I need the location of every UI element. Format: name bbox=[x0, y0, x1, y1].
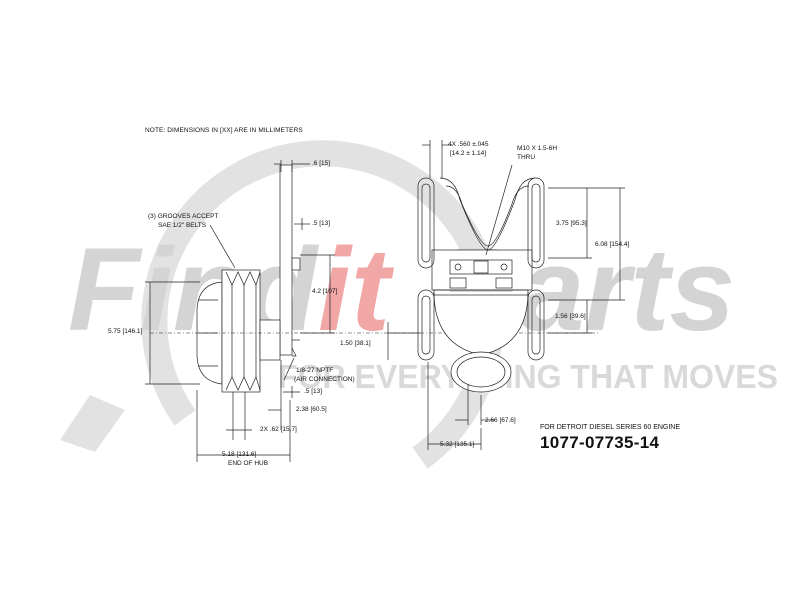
nptf-label-line2: (AIR CONNECTION) bbox=[294, 376, 355, 383]
slot-upper-left bbox=[417, 177, 435, 269]
engine-caption: FOR DETROIT DIESEL SERIES 60 ENGINE bbox=[540, 424, 681, 431]
clutch-housing bbox=[433, 291, 529, 356]
slot-lower-left bbox=[417, 289, 435, 361]
watermark-tagline: FOR EVERYTHING THAT MOVES bbox=[278, 358, 778, 395]
dim-5-18: 5.18 [131.6] bbox=[222, 451, 257, 458]
watermark-brand-it: it bbox=[318, 224, 395, 356]
dim-4x-line2: [14.2 ± 1.14] bbox=[450, 150, 487, 157]
slot-upper-right bbox=[527, 177, 545, 269]
end-of-hub-label: END OF HUB bbox=[228, 460, 269, 467]
thread-label-line1: M10 X 1.5-6H bbox=[517, 145, 558, 152]
mounting-flange bbox=[279, 164, 293, 356]
dim-0-6: .6 [15] bbox=[312, 160, 331, 167]
thread-label-line2: THRU bbox=[517, 154, 536, 161]
dim-4-2: 4.2 [107] bbox=[312, 288, 338, 295]
part-number: 1077-07735-14 bbox=[540, 433, 660, 452]
dim-2x-0-62: 2X .62 [15.7] bbox=[260, 426, 297, 433]
dim-2-66: 2.66 [67.6] bbox=[485, 417, 516, 424]
front-view bbox=[417, 140, 625, 450]
dim-2-38: 2.38 [60.5] bbox=[296, 406, 327, 413]
drawing-note: NOTE: DIMENSIONS IN [XX] ARE IN MILLIMET… bbox=[145, 127, 303, 134]
grooves-label-line2: SAE 1/2" BELTS bbox=[158, 222, 207, 229]
dim-0-5-top: .5 [13] bbox=[312, 220, 331, 227]
dim-1-56: 1.56 [39.6] bbox=[555, 313, 586, 320]
dim-0-5-bottom: .5 [13] bbox=[304, 388, 323, 395]
dim-4x-line1: 4X .560 ±.045 bbox=[448, 141, 489, 148]
watermark-ring-tail bbox=[60, 395, 125, 452]
side-view bbox=[145, 160, 600, 462]
dim-5-75: 5.75 [146.1] bbox=[108, 328, 143, 335]
pulley-body bbox=[221, 269, 261, 393]
slot-lower-right bbox=[527, 289, 545, 361]
dim-3-75: 3.75 [95.3] bbox=[556, 220, 587, 227]
grooves-label-line1: (3) GROOVES ACCEPT bbox=[148, 213, 219, 220]
dim-6-08: 6.08 [154.4] bbox=[595, 241, 630, 248]
nptf-label-line1: 1/8-27 NPTF bbox=[296, 367, 334, 374]
dim-5-32: 5.32 [135.1] bbox=[440, 441, 475, 448]
dim-1-50: 1.50 [38.1] bbox=[340, 340, 371, 347]
